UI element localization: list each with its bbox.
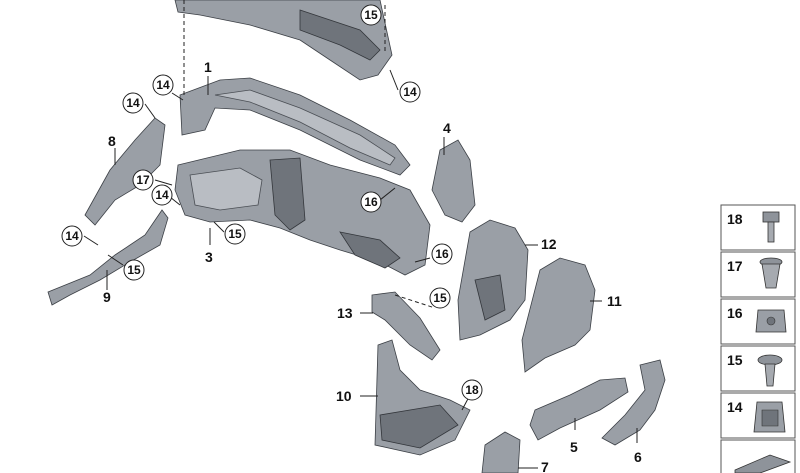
circle-callout-16-b: 16: [431, 243, 453, 265]
svg-text:15: 15: [364, 8, 378, 22]
part-5-duct: [529, 377, 629, 441]
svg-text:17: 17: [727, 258, 743, 274]
part-4-bracket: [431, 139, 476, 223]
legend-item-14: 14: [720, 392, 796, 439]
circle-callout-14-b: 14: [122, 92, 144, 114]
svg-text:15: 15: [433, 291, 447, 305]
speed-nut-icon: [755, 309, 787, 333]
callout-8: 8: [108, 133, 116, 149]
callout-7: 7: [541, 459, 549, 473]
part-12-wheel-arch-liner: [457, 219, 529, 341]
svg-text:14: 14: [155, 188, 169, 202]
part-11-wheel-arch-liner: [521, 257, 596, 373]
part-8-bracket: [84, 117, 166, 226]
svg-text:14: 14: [727, 399, 743, 415]
callout-11: 11: [607, 293, 622, 309]
svg-text:15: 15: [127, 263, 141, 277]
circle-callout-17: 17: [132, 169, 154, 191]
part-10-tray: [374, 339, 471, 456]
svg-text:14: 14: [403, 85, 417, 99]
svg-text:18: 18: [465, 383, 479, 397]
circle-callout-15-c: 15: [123, 259, 145, 281]
push-clip-icon: [762, 211, 780, 243]
callout-6: 6: [634, 449, 642, 465]
legend-item-18: 18: [720, 204, 796, 251]
svg-text:14: 14: [126, 96, 140, 110]
legend-item-partial: [720, 439, 796, 473]
svg-text:16: 16: [435, 247, 449, 261]
legend-item-17: 17: [720, 251, 796, 298]
fastener-legend: 18 17 16 15: [720, 204, 796, 473]
part-6-duct: [601, 359, 666, 446]
circle-callout-16-a: 16: [360, 191, 382, 213]
circled-callouts: 15 14 14 14 17 14 16 15 14 16 15 15 18: [61, 4, 483, 401]
callout-13: 13: [337, 305, 353, 321]
legend-item-15: 15: [720, 345, 796, 392]
legend-item-16: 16: [720, 298, 796, 345]
callout-1: 1: [204, 59, 212, 75]
callout-9: 9: [103, 289, 111, 305]
svg-text:16: 16: [727, 305, 743, 321]
svg-text:15: 15: [727, 352, 743, 368]
callout-numbers: 1 3 4 5 6 7 8 9 10 11 12 13: [103, 59, 642, 473]
circle-callout-15-b: 15: [224, 223, 246, 245]
callout-12: 12: [541, 236, 557, 252]
clip-nut-icon: [753, 401, 786, 433]
circle-callout-18: 18: [461, 379, 483, 401]
callout-3: 3: [205, 249, 213, 265]
part-3-firewall-insulation: [174, 149, 431, 276]
circle-callout-14-c: 14: [399, 81, 421, 103]
circle-callout-15-top: 15: [360, 4, 382, 26]
expanding-rivet-icon: [759, 257, 783, 289]
plastic-rivet-icon: [757, 354, 783, 387]
svg-text:16: 16: [364, 195, 378, 209]
circle-callout-14-a: 14: [152, 74, 174, 96]
callout-10: 10: [336, 388, 352, 404]
callout-5: 5: [570, 439, 578, 455]
part-9-bracket: [47, 209, 169, 306]
svg-text:17: 17: [136, 173, 150, 187]
circle-callout-14-d: 14: [151, 184, 173, 206]
circle-callout-14-e: 14: [61, 225, 83, 247]
svg-text:18: 18: [727, 211, 743, 227]
leader-lines: [83, 0, 638, 469]
part-7-bracket: [481, 431, 521, 473]
svg-text:15: 15: [228, 227, 242, 241]
part-13-bracket: [371, 291, 441, 361]
callout-4: 4: [443, 120, 451, 136]
svg-text:14: 14: [65, 229, 79, 243]
part-1-cowl-panel: [174, 0, 411, 176]
svg-text:14: 14: [156, 78, 170, 92]
circle-callout-15-d: 15: [429, 287, 451, 309]
